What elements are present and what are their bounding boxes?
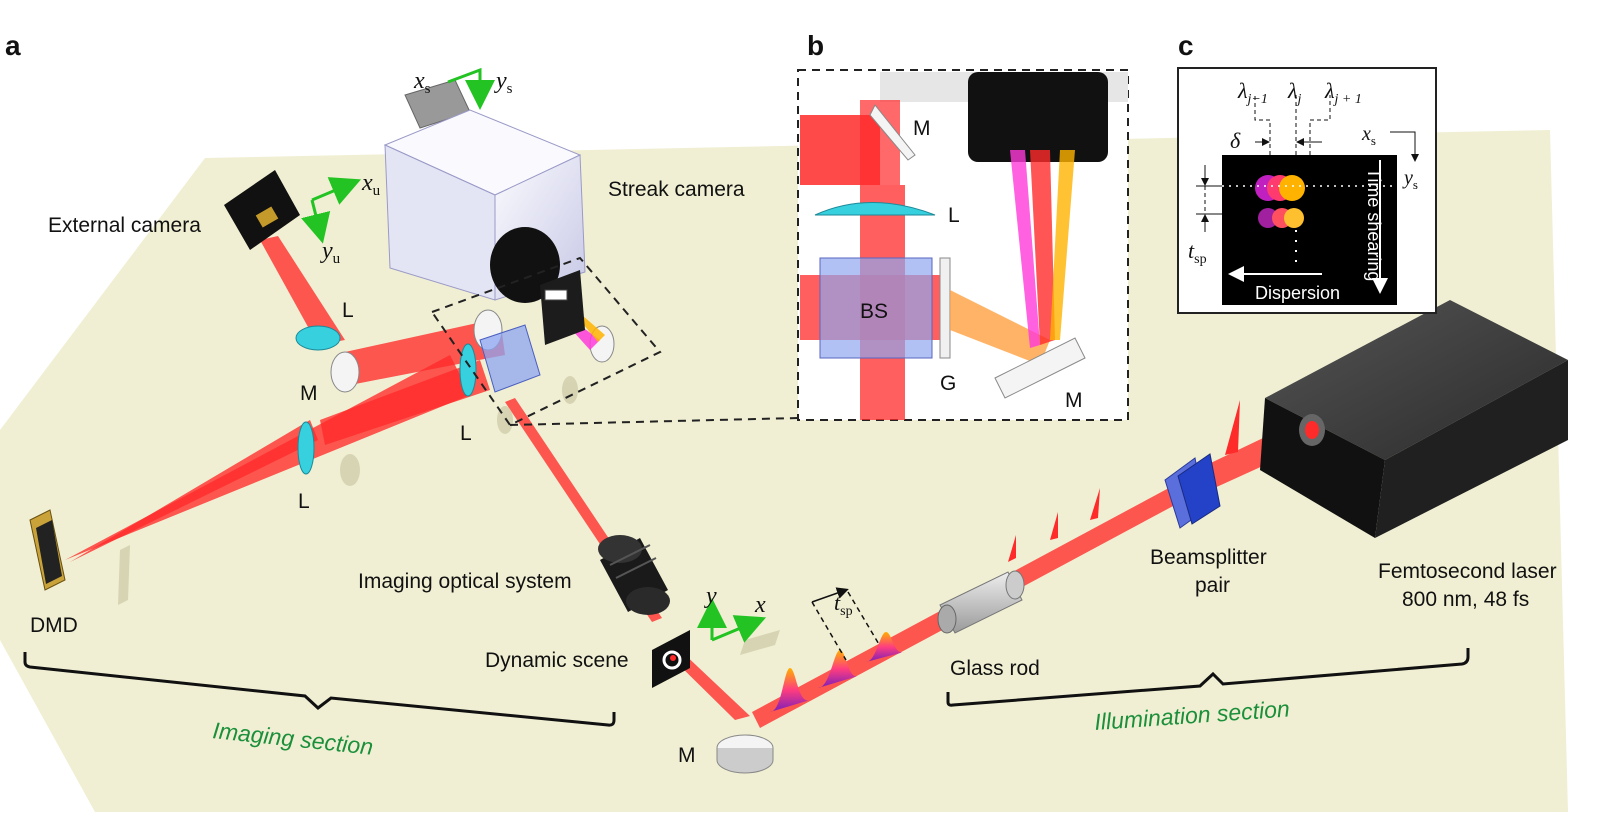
dmd-device bbox=[29, 509, 66, 591]
inset-b-mirror-label-bottom: M bbox=[1065, 389, 1083, 412]
dynamic-scene-target bbox=[652, 630, 690, 688]
imaging-optical-system-label: Imaging optical system bbox=[358, 570, 572, 593]
delta-symbol: δ bbox=[1230, 128, 1241, 153]
panel-c-inset bbox=[1177, 67, 1437, 314]
inset-b-grating-label: G bbox=[940, 372, 956, 395]
lambda-j-label: λj bbox=[1287, 78, 1302, 107]
streak-axes bbox=[447, 67, 495, 110]
beamsplitter-label-line1: Beamsplitter bbox=[1150, 546, 1267, 569]
dispersion-label: Dispersion bbox=[1255, 283, 1340, 303]
tsp-symbol-inset: tsp bbox=[1188, 238, 1207, 267]
tsp-arrow bbox=[811, 587, 849, 603]
scene-axes bbox=[697, 598, 767, 643]
streak-camera bbox=[383, 79, 586, 345]
tsp-brackets bbox=[811, 591, 881, 661]
femtosecond-laser bbox=[1260, 300, 1568, 538]
inset-b-lens-label: L bbox=[948, 204, 960, 227]
inset-b-bs-label: BS bbox=[860, 300, 888, 323]
bottom-mirror bbox=[716, 734, 774, 774]
laser-label-line1: Femtosecond laser bbox=[1378, 560, 1557, 583]
wave-packets bbox=[770, 632, 904, 712]
lens-label-1: L bbox=[342, 299, 354, 322]
mirror-label-bottom: M bbox=[678, 744, 696, 767]
streak-y-axis-label: ys bbox=[494, 68, 513, 97]
scene-y-axis-label: y bbox=[704, 583, 717, 609]
panel-c-label: c bbox=[1178, 30, 1194, 61]
mirror-label-1: M bbox=[300, 382, 318, 405]
tsp-symbol-main: tsp bbox=[834, 590, 853, 619]
lambda-next-label: λj + 1 bbox=[1324, 78, 1362, 107]
zoom-connector bbox=[509, 417, 799, 426]
zoom-region-outline bbox=[430, 256, 662, 427]
inset-b-mirror-label-top: M bbox=[913, 117, 931, 140]
table-shadows bbox=[118, 376, 780, 655]
lenses bbox=[295, 325, 477, 475]
scene-x-axis-label: x bbox=[754, 592, 766, 618]
lens-label-3: L bbox=[298, 490, 310, 513]
external-camera-label: External camera bbox=[48, 214, 201, 237]
illumination-section-bracket bbox=[946, 648, 1470, 707]
external-camera-axes bbox=[301, 177, 362, 244]
dynamic-scene-label: Dynamic scene bbox=[485, 649, 629, 672]
streak-x-axis-label: xs bbox=[413, 68, 431, 97]
imaging-section-bracket bbox=[23, 652, 616, 727]
dmd-label: DMD bbox=[30, 614, 78, 637]
time-shearing-label: Time shearing bbox=[1364, 168, 1384, 281]
pulse-spikes bbox=[1008, 400, 1240, 562]
panel-b-inset bbox=[797, 69, 1129, 421]
external-y-axis-label: yu bbox=[320, 238, 341, 267]
inset-x-axis-label: xs bbox=[1361, 123, 1376, 148]
beamsplitter-label-line2: pair bbox=[1195, 574, 1230, 597]
streak-camera-label: Streak camera bbox=[608, 178, 745, 201]
laser-label-line2: 800 nm, 48 fs bbox=[1402, 588, 1529, 611]
lambda-prev-label: λj−1 bbox=[1237, 78, 1268, 107]
inset-y-axis-label: ys bbox=[1402, 167, 1418, 192]
external-camera bbox=[224, 170, 300, 250]
streak-beamsplitter-cube bbox=[479, 324, 541, 393]
beamsplitter-pair bbox=[1164, 453, 1221, 529]
panel-b-label: b bbox=[807, 30, 824, 61]
dispersed-scene-stack bbox=[1255, 175, 1305, 228]
external-x-axis-label: xu bbox=[361, 170, 381, 199]
imaging-optics bbox=[598, 535, 670, 615]
optical-table bbox=[0, 130, 1568, 812]
glass-rod bbox=[937, 570, 1025, 634]
glass-rod-label: Glass rod bbox=[950, 657, 1040, 680]
lens-label-2: L bbox=[460, 422, 472, 445]
panel-a-label: a bbox=[5, 30, 21, 61]
